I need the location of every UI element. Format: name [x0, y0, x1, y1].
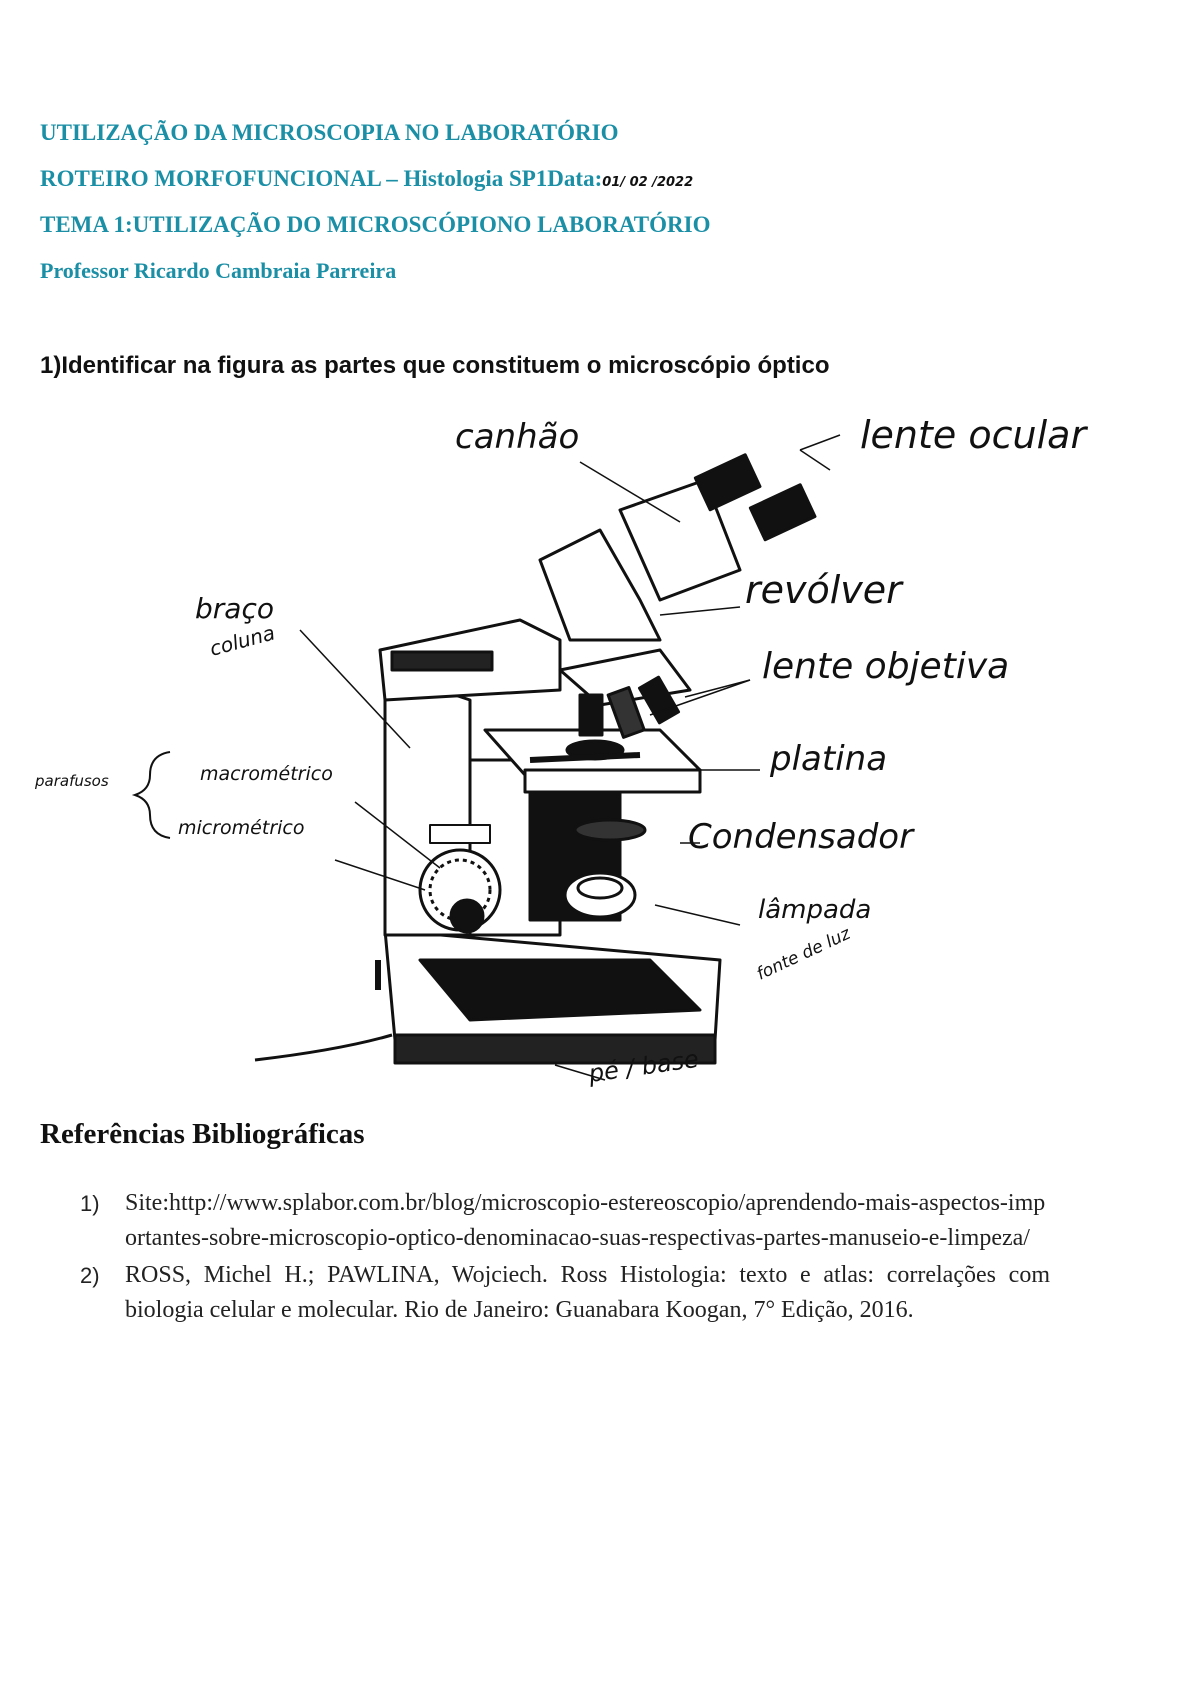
label-fonte-de-luz: fonte de luz: [754, 923, 855, 984]
label-canhao: canhão: [455, 417, 579, 457]
pointer-lines: [299, 434, 841, 1081]
reference-text: Site:http://www.splabor.com.br/blog/micr…: [125, 1190, 1046, 1251]
roteiro-text: ROTEIRO MORFOFUNCIONAL – Histologia SP1D…: [40, 166, 603, 191]
label-platina: platina: [769, 739, 887, 779]
theme-line: TEMA 1:UTILIZAÇÃO DO MICROSCÓPIONO LABOR…: [40, 212, 711, 237]
label-braco: braço: [195, 592, 274, 625]
label-revolver: revólver: [745, 568, 904, 612]
label-lente-ocular: lente ocular: [860, 413, 1088, 457]
label-coluna: coluna: [207, 620, 277, 660]
reference-number: 2): [80, 1263, 100, 1288]
label-lampada: lâmpada: [758, 895, 871, 925]
reference-number: 1): [80, 1191, 100, 1216]
question-text: 1)Identificar na figura as partes que co…: [40, 352, 830, 379]
references-list: 1) Site:http://www.splabor.com.br/blog/m…: [80, 1186, 1050, 1330]
microscope-drawing: [254, 453, 817, 1065]
roteiro-line: ROTEIRO MORFOFUNCIONAL – Histologia SP1D…: [40, 166, 693, 192]
microscope-figure: canhão lente ocular revólver lente objet…: [34, 413, 1088, 1088]
label-parafusos: parafusos: [34, 772, 109, 790]
professor-line: Professor Ricardo Cambraia Parreira: [40, 258, 397, 283]
brace-icon: [131, 751, 171, 839]
label-micrometrico: micrométrico: [178, 817, 304, 839]
reference-text: ROSS, Michel H.; PAWLINA, Wojciech. Ross…: [125, 1262, 1050, 1323]
doc-title: UTILIZAÇÃO DA MICROSCOPIA NO LABORATÓRIO: [40, 120, 619, 145]
label-lente-objetiva: lente objetiva: [762, 646, 1009, 687]
handwritten-date: 01/ 02 /2022: [602, 175, 694, 190]
references-title: Referências Bibliográficas: [40, 1118, 365, 1150]
label-condensador: Condensador: [688, 817, 915, 857]
reference-item: 2) ROSS, Michel H.; PAWLINA, Wojciech. R…: [80, 1258, 1050, 1328]
reference-item: 1) Site:http://www.splabor.com.br/blog/m…: [80, 1186, 1050, 1256]
label-macrometrico: macrométrico: [200, 763, 333, 785]
